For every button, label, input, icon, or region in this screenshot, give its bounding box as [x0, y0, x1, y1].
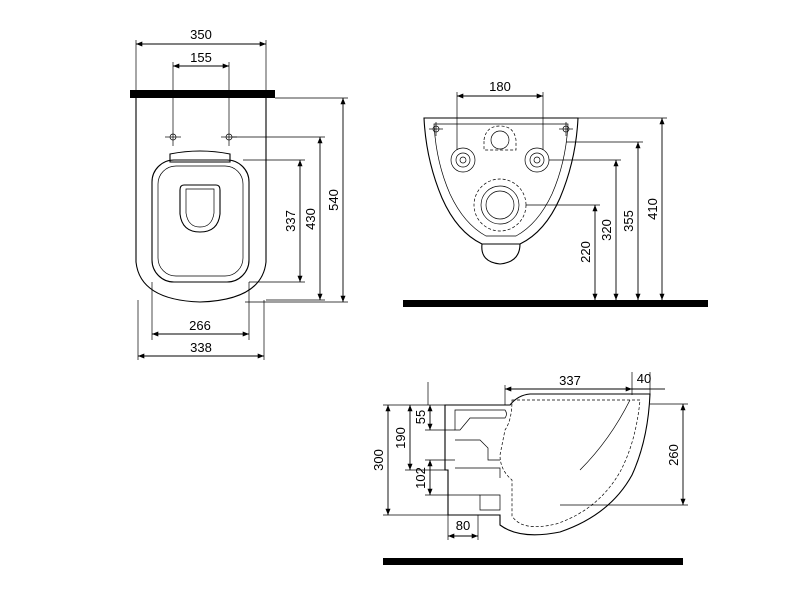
- fixing-hole-left: [165, 128, 181, 146]
- dim-total-length: 540: [326, 189, 341, 211]
- dim-seat-width: 266: [189, 318, 211, 333]
- dim-height-top: 410: [645, 198, 660, 220]
- dim-outlet-spacing: 180: [489, 79, 511, 94]
- dim-height-outlet: 220: [578, 241, 593, 263]
- side-view: 337 40 260 300 190 55 102 80: [371, 371, 688, 565]
- dim-inlet-height: 190: [393, 427, 408, 449]
- wall-bar: [130, 90, 275, 98]
- dim-outlet-height: 102: [413, 467, 428, 489]
- side-floor-bar: [383, 558, 683, 565]
- dim-seat-length: 337: [283, 210, 298, 232]
- dim-outlet-width: 80: [456, 518, 470, 533]
- dim-base-width: 338: [190, 340, 212, 355]
- front-body-outline: [423, 117, 579, 245]
- dim-body-height: 260: [666, 444, 681, 466]
- dim-inner-length: 430: [303, 208, 318, 230]
- seat-inner: [157, 165, 244, 277]
- toilet-outline: [135, 98, 267, 303]
- front-view: 180 220 320 355 410: [403, 79, 708, 307]
- dim-fixing-spacing: 155: [190, 50, 212, 65]
- side-body-outline: [444, 393, 651, 536]
- dim-overall-width: 350: [190, 27, 212, 42]
- front-outlet: [473, 178, 527, 232]
- side-bowl-interior: [499, 399, 641, 527]
- dim-rim-depth: 55: [413, 410, 428, 424]
- top-view: 350 155 266 338 337 430 540: [130, 27, 348, 360]
- dim-bowl-length: 337: [559, 373, 581, 388]
- seat-opening: [179, 184, 221, 233]
- dim-height-fixings: 355: [621, 210, 636, 232]
- dim-total-height: 300: [371, 449, 386, 471]
- floor-bar: [403, 300, 708, 307]
- front-side-holes: [450, 147, 550, 173]
- front-top-inlet: [483, 125, 517, 151]
- dim-rim-offset: 40: [637, 371, 651, 386]
- dim-height-inlet: 320: [599, 219, 614, 241]
- front-bottom: [481, 243, 521, 265]
- seat-outer: [151, 159, 250, 283]
